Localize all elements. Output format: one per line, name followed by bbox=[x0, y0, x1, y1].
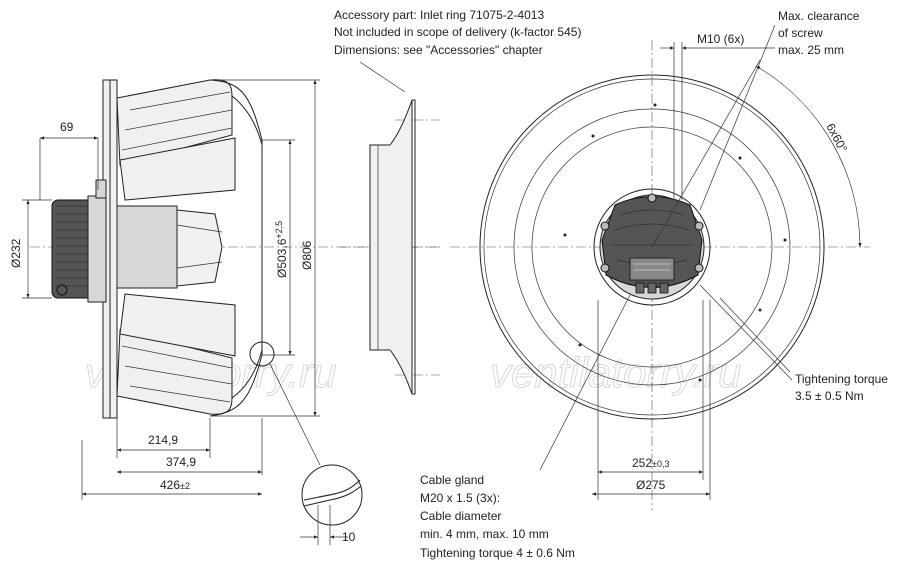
motor-housing bbox=[51, 179, 107, 303]
shroud bbox=[209, 79, 263, 417]
cable-gland-note: Cable gland M20 x 1.5 (3x): Cable diamet… bbox=[420, 473, 575, 560]
torque-line1: Tightening torque bbox=[795, 372, 888, 386]
watermark-right: ventilatorry.ru bbox=[490, 349, 741, 396]
dim-depth-1: 214,9 bbox=[148, 433, 178, 447]
dim-total-depth: 426±2 bbox=[160, 478, 190, 492]
clearance-line2: of screw bbox=[778, 26, 823, 40]
dim-motor-offset: 69 bbox=[60, 120, 74, 134]
bolt-label: M10 (6x) bbox=[697, 32, 744, 46]
dim-bolt-circle: 252±0,3 bbox=[632, 456, 669, 470]
cable-note-line3: Cable diameter bbox=[420, 509, 501, 523]
torque-line2: 3.5 ± 0.5 Nm bbox=[795, 389, 864, 403]
detail-view: 10 bbox=[300, 464, 363, 545]
dim-nozzle-diameter: Ø503,6+2,5 bbox=[274, 221, 289, 278]
rotor-hub bbox=[116, 205, 178, 289]
outer-disc bbox=[479, 74, 825, 420]
inlet-ring-note: Accessory part: Inlet ring 71075-2-4013 … bbox=[334, 8, 581, 57]
clearance-line1: Max. clearance bbox=[778, 9, 860, 23]
dim-outer-diameter: Ø806 bbox=[300, 240, 314, 270]
cable-note-line4: min. 4 mm, max. 10 mm bbox=[420, 527, 549, 541]
clearance-line3: max. 25 mm bbox=[778, 43, 844, 57]
front-view: M10 (6x) Max. clearance of screw max. 25… bbox=[450, 9, 888, 510]
detail-marker bbox=[249, 341, 275, 367]
inlet-note-line3: Dimensions: see "Accessories" chapter bbox=[334, 43, 543, 57]
dim-flange: Ø275 bbox=[636, 478, 666, 492]
dim-detail-10: 10 bbox=[342, 530, 356, 544]
motor-electronics bbox=[600, 193, 704, 294]
inlet-note-line2: Not included in scope of delivery (k-fac… bbox=[334, 25, 581, 39]
cable-note-line2: M20 x 1.5 (3x): bbox=[420, 491, 500, 505]
rivet-dots bbox=[563, 103, 787, 382]
angle-label: 6x60° bbox=[823, 121, 850, 155]
dim-depth-2: 374,9 bbox=[166, 455, 196, 469]
cable-note-line1: Cable gland bbox=[420, 473, 484, 487]
inlet-note-line1: Accessory part: Inlet ring 71075-2-4013 bbox=[334, 8, 544, 22]
inlet-ring-view bbox=[340, 61, 440, 395]
side-view: 69 Ø232 Ø503,6+2,5 Ø806 214,9 374,9 426±… bbox=[9, 79, 440, 545]
cable-note-line5: Tightening torque 4 ± 0.6 Nm bbox=[420, 546, 575, 560]
dim-motor-diameter: Ø232 bbox=[9, 238, 23, 268]
